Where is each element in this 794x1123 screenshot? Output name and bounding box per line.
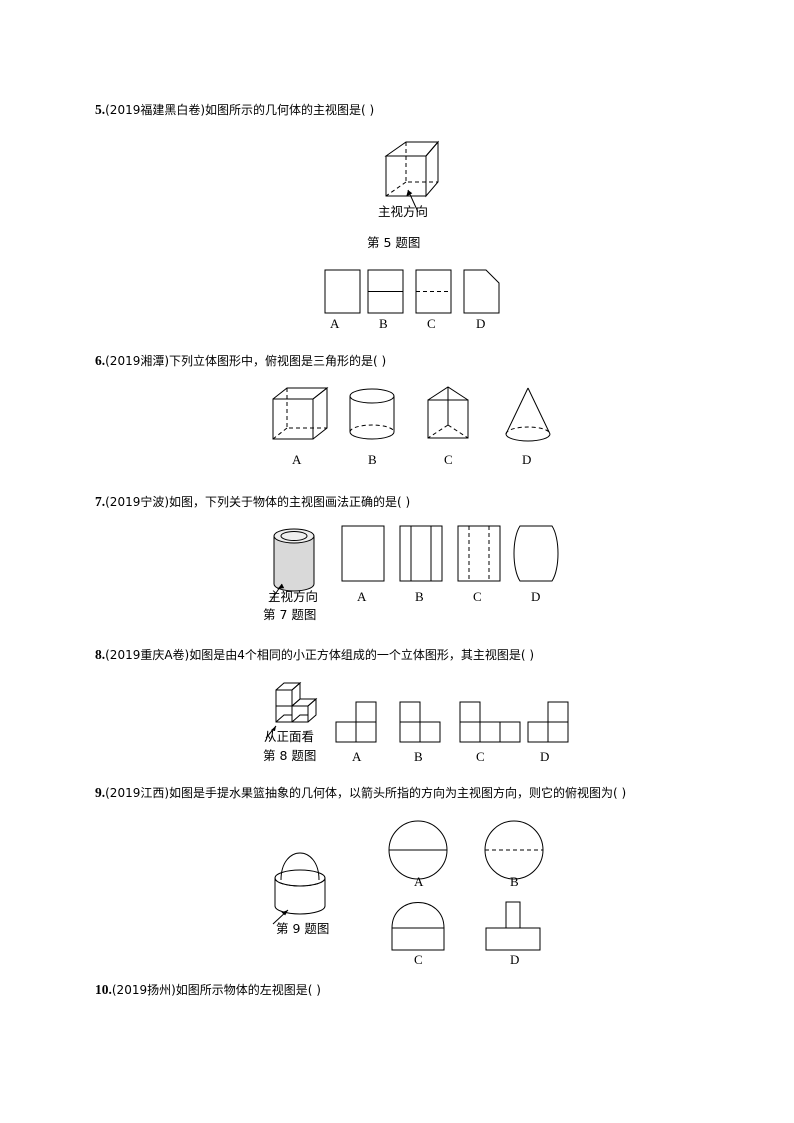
question-7-option-A-label: A	[357, 589, 367, 604]
question-5-option-D-label: D	[476, 316, 486, 331]
question-5-option-A-figure	[324, 269, 361, 314]
question-7-object-figure	[269, 528, 315, 603]
question-6-option-C-figure	[427, 386, 469, 439]
question-8-body: (2019重庆A卷)如图是由4个相同的小正方体组成的一个立体图形，其主视图是( …	[105, 648, 535, 662]
question-5-text: 5.(2019福建黑白卷)如图所示的几何体的主视图是( )	[95, 100, 374, 120]
question-8-option-D-figure	[527, 701, 569, 743]
question-9-option-D-figure	[485, 901, 541, 951]
question-5-option-D-figure	[463, 269, 500, 314]
question-6-number: 6.	[95, 353, 106, 368]
question-9-body: (2019江西)如图是手提水果篮抽象的几何体，以箭头所指的方向为主视图方向，则它…	[105, 786, 627, 800]
question-9-option-D-label: D	[510, 952, 520, 967]
question-8-text: 8.(2019重庆A卷)如图是由4个相同的小正方体组成的一个立体图形，其主视图是…	[95, 645, 534, 665]
question-10-body: (2019扬州)如图所示物体的左视图是( )	[111, 983, 321, 997]
question-5-option-C-figure	[415, 269, 452, 314]
question-7-option-B-figure	[399, 525, 443, 582]
question-9-option-C-figure	[391, 902, 445, 951]
question-7-option-D-label: D	[531, 589, 541, 604]
question-8-number: 8.	[95, 647, 106, 662]
question-6-option-B-label: B	[368, 452, 377, 467]
question-9-text: 9.(2019江西)如图是手提水果篮抽象的几何体，以箭头所指的方向为主视图方向，…	[95, 783, 626, 803]
question-6-option-D-label: D	[522, 452, 532, 467]
question-5-solid-figure	[384, 140, 440, 213]
question-10-number: 10.	[95, 982, 112, 997]
question-8-option-A-figure	[335, 701, 377, 743]
question-8-option-B-label: B	[414, 749, 423, 764]
question-7-body: (2019宁波)如图，下列关于物体的主视图画法正确的是( )	[105, 495, 411, 509]
question-7-option-C-label: C	[473, 589, 482, 604]
question-9-option-A-label: A	[414, 874, 424, 889]
question-8-option-B-figure	[399, 701, 441, 743]
question-7-option-D-figure	[513, 525, 559, 582]
question-9-option-B-label: B	[510, 874, 519, 889]
question-6-option-D-figure	[505, 387, 551, 442]
question-5-body: (2019福建黑白卷)如图所示的几何体的主视图是( )	[105, 103, 375, 117]
question-5-option-A-label: A	[330, 316, 340, 331]
question-7-text: 7.(2019宁波)如图，下列关于物体的主视图画法正确的是( )	[95, 492, 410, 512]
question-9-solid-figure	[272, 852, 326, 925]
question-5-option-C-label: C	[427, 316, 436, 331]
question-8-option-C-label: C	[476, 749, 485, 764]
question-9-figure-caption: 第 9 题图	[276, 921, 330, 936]
question-7-option-A-figure	[341, 525, 385, 582]
question-5-direction-label: 主视方向	[378, 204, 429, 219]
question-8-option-C-figure	[459, 701, 521, 743]
question-10-text: 10.(2019扬州)如图所示物体的左视图是( )	[95, 980, 321, 1000]
question-6-option-A-label: A	[292, 452, 302, 467]
question-6-text: 6.(2019湘潭)下列立体图形中，俯视图是三角形的是( )	[95, 351, 386, 371]
question-8-figure-caption: 第 8 题图	[263, 748, 317, 763]
question-7-option-B-label: B	[415, 589, 424, 604]
question-9-option-A-figure	[388, 820, 448, 880]
question-7-direction-label: 主视方向	[268, 589, 319, 604]
question-9-option-C-label: C	[414, 952, 423, 967]
question-9-number: 9.	[95, 785, 106, 800]
question-8-option-A-label: A	[352, 749, 362, 764]
question-7-number: 7.	[95, 494, 106, 509]
question-5-number: 5.	[95, 102, 106, 117]
question-9-option-B-figure	[484, 820, 544, 880]
question-6-option-B-figure	[349, 388, 395, 440]
question-8-direction-label: 从正面看	[264, 729, 315, 744]
question-5-option-B-figure	[367, 269, 404, 314]
question-8-option-D-label: D	[540, 749, 550, 764]
question-6-body: (2019湘潭)下列立体图形中，俯视图是三角形的是( )	[105, 354, 387, 368]
question-6-option-C-label: C	[444, 452, 453, 467]
question-5-figure-caption: 第 5 题图	[367, 235, 421, 250]
question-7-figure-caption: 第 7 题图	[263, 607, 317, 622]
question-5-option-B-label: B	[379, 316, 388, 331]
question-8-solid-figure	[265, 681, 318, 739]
question-6-option-A-figure	[272, 386, 329, 440]
question-7-option-C-figure	[457, 525, 501, 582]
